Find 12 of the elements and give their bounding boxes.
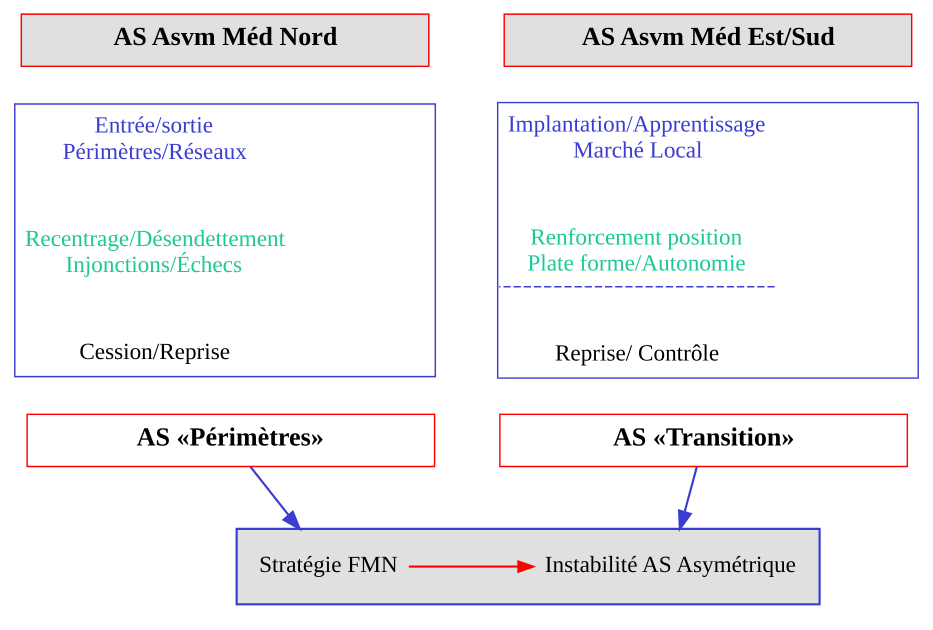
node-box: Entrée/sortie Périmètres/Réseaux Recentrage/Désendettement Injonctions/Échecs Cession/Reprise	[14, 103, 436, 378]
arrow	[250, 466, 302, 532]
arrow	[678, 466, 698, 532]
node-box: AS «Périmètres»	[26, 414, 436, 468]
node-box: Implantation/Apprentissage Marché Local Renforcement position Plate forme/Autonomie Reprise/ Contrôle	[496, 102, 919, 379]
arrow	[408, 560, 536, 574]
node-box: AS Asvm Méd Est/Sud	[503, 13, 912, 68]
cluster	[236, 528, 821, 606]
node-box: AS Asvm Méd Nord	[20, 13, 430, 68]
node-box: AS «Transition»	[499, 414, 908, 468]
node-text: Instabilité AS Asymétrique	[544, 552, 796, 578]
node-text: Stratégie FMN	[259, 552, 398, 578]
